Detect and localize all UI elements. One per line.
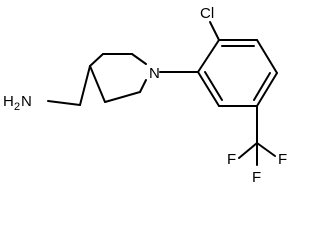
atom-fluorine-bottom-label: F xyxy=(252,169,261,186)
bond-aryl-3 xyxy=(256,39,278,74)
atom-amine-subscript: 2 xyxy=(14,101,20,113)
bond-f-left xyxy=(238,142,258,159)
bond-ring-right-lower xyxy=(139,79,147,93)
bond-aryl-6 xyxy=(197,71,220,107)
atom-amine-label: H xyxy=(3,93,14,110)
atom-nitrogen-label: N xyxy=(149,65,160,82)
atom-chlorine-label: Cl xyxy=(200,5,214,22)
bond-ring-top-left xyxy=(89,53,104,67)
atom-amine-tail: N xyxy=(21,93,32,110)
bond-ring-bottom xyxy=(104,91,141,103)
atom-fluorine-left-label: F xyxy=(227,151,236,168)
molecule-structure: Cl N H 2 N F F F xyxy=(3,5,287,186)
bond-f-right xyxy=(256,142,276,157)
bond-aryl-4-double xyxy=(253,72,271,101)
bond-aryl-6-double xyxy=(204,71,223,101)
bond-nh2 xyxy=(47,100,81,106)
bond-ring-right-upper xyxy=(131,53,147,65)
bond-aryl-4 xyxy=(256,72,278,107)
bond-ring-left xyxy=(89,65,106,103)
bond-cl xyxy=(209,21,220,41)
atom-fluorine-right-label: F xyxy=(278,151,287,168)
bond-ch2 xyxy=(79,65,91,106)
bond-aryl-1 xyxy=(197,39,220,73)
